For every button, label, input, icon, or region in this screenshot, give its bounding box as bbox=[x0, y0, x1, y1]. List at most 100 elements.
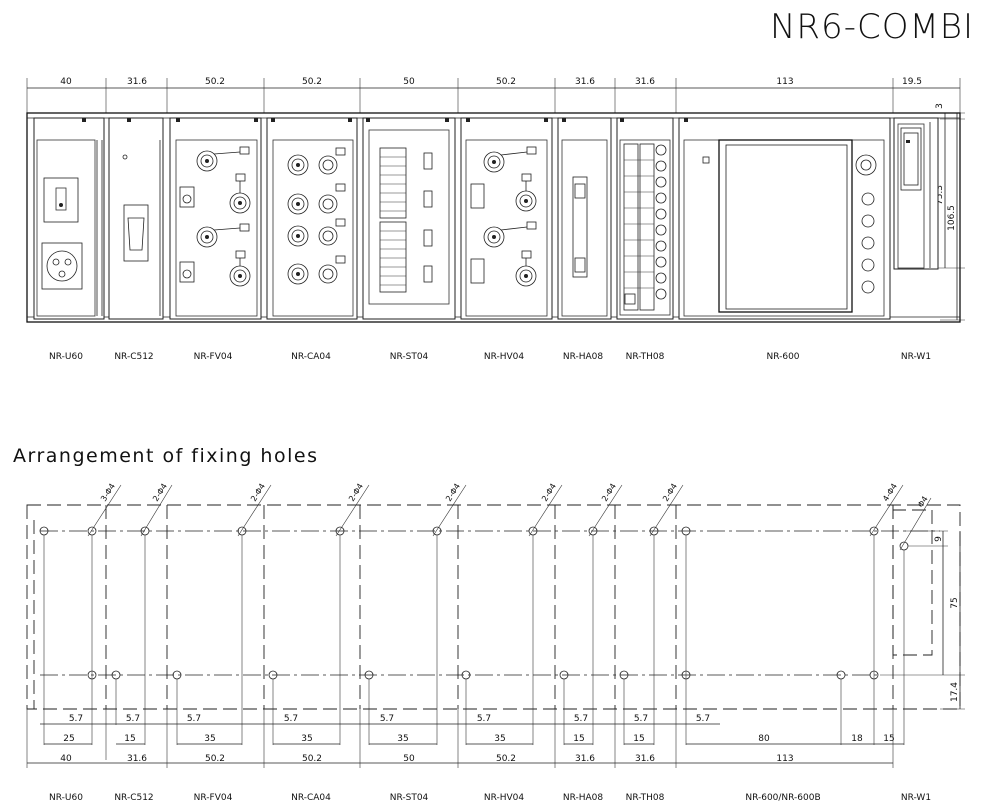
label-nr-st04: NR-ST04 bbox=[390, 352, 429, 362]
bottom-module-labels: NR-U60 NR-C512 NR-FV04 NR-CA04 NR-ST04 N… bbox=[49, 793, 931, 803]
dial-knob-icon bbox=[855, 154, 877, 176]
bottom-width-dimensions: 40 31.6 50.2 50.2 50 50.2 31.6 31.6 113 bbox=[26, 709, 894, 768]
bottom-dim-nr-st04: 50 bbox=[403, 754, 415, 764]
hole-label: 2-Φ4 bbox=[444, 482, 462, 503]
thermocouple-terminal-icon bbox=[623, 143, 667, 311]
spacing-label: 35 bbox=[301, 734, 312, 744]
hole-label: 2-Φ4 bbox=[347, 482, 365, 503]
hole-extension-lines bbox=[43, 535, 905, 760]
dim-hole-middle: 75 bbox=[950, 597, 960, 608]
spacing-label: 35 bbox=[204, 734, 215, 744]
label-nr-ha08: NR-HA08 bbox=[563, 352, 604, 362]
offset-label: 5.7 bbox=[477, 714, 491, 724]
drawing-title: NR6-COMBI bbox=[770, 7, 974, 47]
bnc-connector-icon bbox=[196, 146, 251, 287]
bottom-label-nr-600: NR-600/NR-600B bbox=[745, 793, 820, 803]
dim-nr-ha08: 31.6 bbox=[575, 77, 595, 87]
module-nr-th08 bbox=[616, 117, 674, 320]
display-screen bbox=[718, 139, 853, 313]
bottom-dim-nr-th08: 31.6 bbox=[635, 754, 655, 764]
power-switch-icon bbox=[43, 177, 79, 223]
label-nr-hv04: NR-HV04 bbox=[484, 352, 525, 362]
bottom-label-nr-c512: NR-C512 bbox=[114, 793, 153, 803]
offset-label: 5.7 bbox=[696, 714, 710, 724]
spacing-label: 80 bbox=[758, 734, 770, 744]
hole-label: 2-Φ4 bbox=[600, 482, 618, 503]
dim-nr-c512: 31.6 bbox=[127, 77, 147, 87]
spacing-label: 15 bbox=[124, 734, 135, 744]
module-nr-ha08 bbox=[557, 117, 612, 320]
dim-total-height: 106.5 bbox=[947, 205, 957, 231]
bottom-label-nr-th08: NR-TH08 bbox=[626, 793, 665, 803]
bottom-label-nr-ca04: NR-CA04 bbox=[291, 793, 331, 803]
bottom-dim-nr-fv04: 50.2 bbox=[205, 754, 225, 764]
fixing-right-dims: 9 75 17.4 bbox=[880, 530, 965, 710]
module-nr-600 bbox=[678, 117, 891, 320]
dim-nr-hv04: 50.2 bbox=[496, 77, 516, 87]
spacing-dimensions: 25 15 35 35 35 35 15 15 80 18 15 bbox=[44, 734, 904, 745]
offset-label: 5.7 bbox=[380, 714, 394, 724]
dim-nr-th08: 31.6 bbox=[635, 77, 655, 87]
spacing-label: 25 bbox=[63, 734, 74, 744]
module-nr-ca04 bbox=[266, 117, 358, 320]
front-width-dimensions: 40 31.6 50.2 50.2 50 50.2 31.6 31.6 113 … bbox=[26, 77, 961, 113]
bnc-connector-icon bbox=[287, 147, 346, 285]
hole-label: 2-Φ4 bbox=[249, 482, 267, 503]
offset-label: 5.7 bbox=[187, 714, 201, 724]
label-nr-th08: NR-TH08 bbox=[626, 352, 665, 362]
offset-label: 5.7 bbox=[574, 714, 588, 724]
spacing-label: 35 bbox=[397, 734, 408, 744]
label-nr-c512: NR-C512 bbox=[114, 352, 153, 362]
dim-nr-fv04: 50.2 bbox=[205, 77, 225, 87]
bottom-label-nr-hv04: NR-HV04 bbox=[484, 793, 525, 803]
dim-hole-top: 9 bbox=[934, 536, 944, 542]
spacing-label: 15 bbox=[633, 734, 644, 744]
fixing-holes-heading: Arrangement of fixing holes bbox=[13, 445, 318, 467]
bottom-dim-nr-hv04: 50.2 bbox=[496, 754, 516, 764]
hole-label: Φ4 bbox=[916, 495, 930, 509]
label-nr-fv04: NR-FV04 bbox=[194, 352, 233, 362]
terminal-block-icon bbox=[379, 147, 407, 293]
connector-icon bbox=[572, 176, 588, 278]
module-nr-c512 bbox=[108, 117, 164, 320]
dim-nr-u60: 40 bbox=[60, 77, 72, 87]
bottom-dim-nr-u60: 40 bbox=[60, 754, 72, 764]
bottom-label-nr-u60: NR-U60 bbox=[49, 793, 83, 803]
hole-callouts: 3-Φ4 2-Φ4 2-Φ4 2-Φ4 2-Φ4 2-Φ4 2-Φ4 2-Φ4 … bbox=[87, 482, 932, 551]
fixing-holes-top bbox=[39, 526, 909, 551]
bottom-dim-nr-ca04: 50.2 bbox=[302, 754, 322, 764]
offset-label: 5.7 bbox=[69, 714, 83, 724]
module-nr-w1 bbox=[893, 117, 939, 270]
dim-nr-st04: 50 bbox=[403, 77, 415, 87]
dim-nr-600: 113 bbox=[776, 77, 793, 87]
offset-dimensions: 5.7 5.7 5.7 5.7 5.7 5.7 5.7 5.7 5.7 bbox=[40, 714, 720, 725]
label-nr-600: NR-600 bbox=[766, 352, 799, 362]
spacing-label: 15 bbox=[883, 734, 894, 744]
bottom-label-nr-st04: NR-ST04 bbox=[390, 793, 429, 803]
offset-label: 5.7 bbox=[126, 714, 140, 724]
hole-label: 2-Φ4 bbox=[661, 482, 679, 503]
bottom-label-nr-w1: NR-W1 bbox=[901, 793, 931, 803]
serial-port-icon bbox=[123, 204, 149, 262]
module-nr-u60 bbox=[33, 117, 105, 320]
hole-label: 2-Φ4 bbox=[540, 482, 558, 503]
dim-nr-w1: 19.5 bbox=[902, 77, 922, 87]
spacing-label: 18 bbox=[851, 734, 863, 744]
front-module-labels: NR-U60 NR-C512 NR-FV04 NR-CA04 NR-ST04 N… bbox=[49, 352, 931, 362]
module-nr-hv04 bbox=[460, 117, 553, 320]
offset-label: 5.7 bbox=[284, 714, 298, 724]
bottom-dim-nr-c512: 31.6 bbox=[127, 754, 147, 764]
fixing-outline bbox=[26, 504, 961, 710]
label-nr-ca04: NR-CA04 bbox=[291, 352, 331, 362]
dim-hole-bottom: 17.4 bbox=[950, 682, 960, 702]
hole-label: 3-Φ4 bbox=[99, 482, 117, 503]
spacing-label: 35 bbox=[494, 734, 505, 744]
bottom-dim-nr-ha08: 31.6 bbox=[575, 754, 595, 764]
module-nr-st04 bbox=[362, 117, 456, 320]
label-nr-w1: NR-W1 bbox=[901, 352, 931, 362]
bottom-dim-nr-600: 113 bbox=[776, 754, 793, 764]
hole-label: 4-Φ4 bbox=[881, 482, 899, 503]
module-nr-fv04 bbox=[169, 117, 262, 320]
bnc-connector-icon bbox=[483, 146, 537, 287]
